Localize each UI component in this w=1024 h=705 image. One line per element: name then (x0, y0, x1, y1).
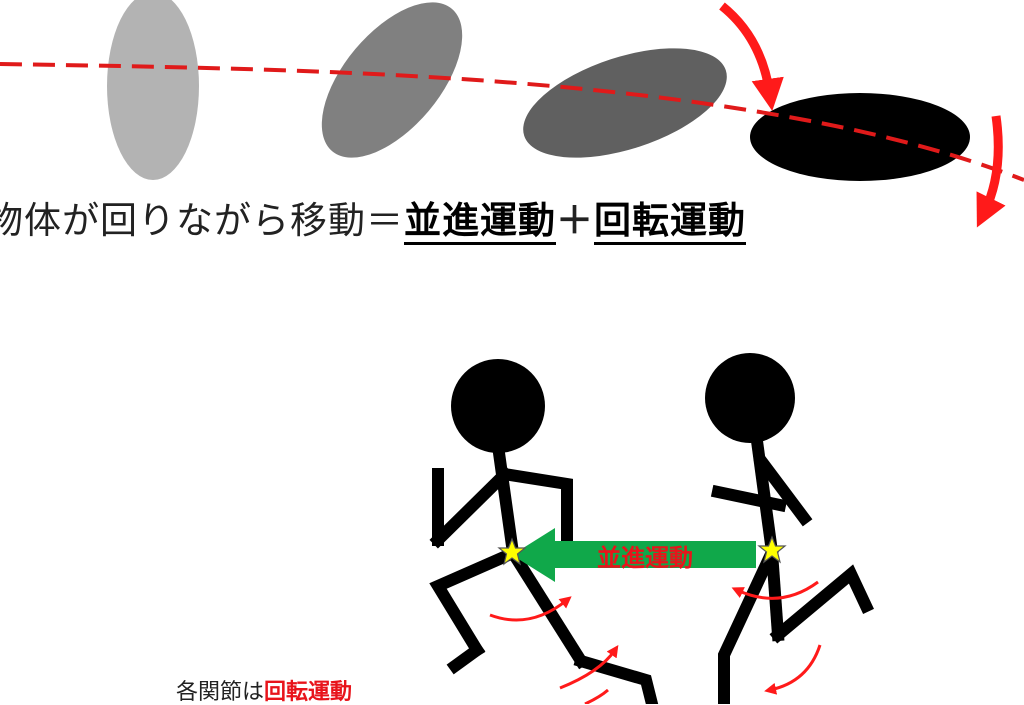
joint-star-icon (497, 537, 527, 566)
joint-note-highlight: 回転運動 (264, 680, 353, 705)
runner-head (705, 353, 795, 443)
rotating-object-sequence (107, 0, 970, 181)
ellipse-frame-4 (750, 93, 970, 181)
rotation-arrow-icon (764, 644, 822, 695)
translation-arrow-label: 並進運動 (597, 544, 693, 572)
rotation-arrow-icon (976, 115, 1006, 228)
runner-thigh-back (429, 545, 521, 659)
runner-shin-front (573, 653, 659, 704)
runner-arm-back (429, 465, 514, 549)
rotation-arrow-icon (719, 2, 784, 112)
trajectory-line (0, 62, 1024, 182)
rotation-arrow-icon (489, 596, 572, 622)
ellipse-frame-3 (523, 48, 727, 158)
ellipse-frame-2 (321, 2, 463, 158)
joint-note: 各関節は回転運動 (176, 682, 352, 704)
joint-rotation-arrows (489, 580, 822, 704)
caption-term-translation: 並進運動 (404, 199, 556, 242)
runner-shin-front (769, 564, 874, 644)
runner-figure-right (705, 353, 874, 704)
ellipse-frame-1 (107, 0, 199, 180)
translation-arrow: 並進運動 (512, 528, 756, 582)
caption-term-rotation: 回転運動 (594, 199, 746, 242)
runner-arm-back (710, 484, 788, 513)
joint-star-icon (757, 535, 787, 564)
rotation-arrow-icon (559, 645, 619, 690)
rotation-arrow-icon (731, 580, 819, 600)
rotation-arrow-icon (584, 688, 609, 704)
runner-arm-front (753, 453, 813, 527)
caption-prefix: 物体が回りながら移動＝ (0, 199, 404, 242)
motion-caption: 物体が回りながら移動＝並進運動＋回転運動 (0, 202, 746, 239)
runner-arm-front (497, 467, 573, 554)
translation-arrow-shape (512, 528, 756, 582)
runner-thigh-front (765, 545, 785, 642)
caption-plus: ＋ (556, 199, 594, 242)
runner-shin-back (446, 641, 486, 675)
joint-note-prefix: 各関節は (176, 680, 265, 705)
runner-thigh-front (504, 544, 590, 670)
runner-figure-left (429, 359, 659, 704)
runner-head (451, 359, 545, 453)
runner-thigh-back (718, 544, 780, 704)
